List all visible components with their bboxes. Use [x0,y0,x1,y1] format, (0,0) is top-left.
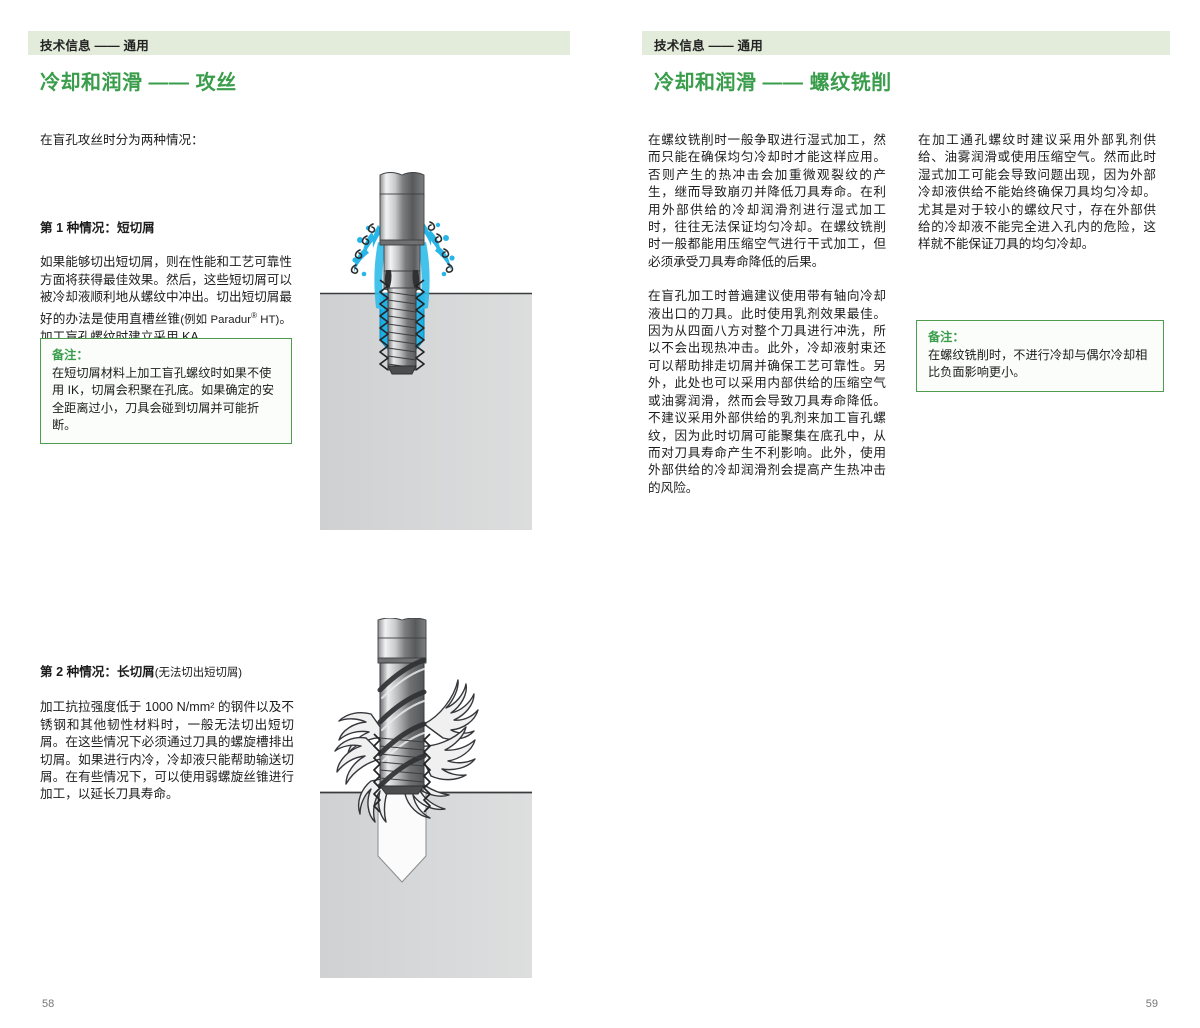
case-2-block: 第 2 种情况：长切屑(无法切出短切屑) 加工抗拉强度低于 1000 N/mm²… [40,664,294,804]
note-title-right: 备注： [928,330,965,344]
intro-text: 在盲孔攻丝时分为两种情况： [40,133,204,147]
case-1-body-a: 如果能够切出短切屑，则在性能和工艺可靠性方面将获得最佳效果。然后，这些短切屑可以… [40,255,292,326]
note-body-right: 在螺纹铣削时，不进行冷却与偶尔冷却相比负面影响更小。 [928,348,1148,380]
case-2-heading-note: (无法切出短切屑) [154,667,243,679]
note-box-left: 备注： 在短切屑材料上加工盲孔螺纹时如果不使用 IK，切屑会积聚在孔底。如果确定… [40,338,292,445]
right-col1-paragraph-1: 在螺纹铣削时一般争取进行湿式加工，然而只能在确保均匀冷却时才能这样应用。否则产生… [648,133,886,269]
figure-tapping-with-coolant [320,170,532,530]
note-title-left: 备注： [52,348,89,362]
running-header-band-left: 技术信息 —— 通用 [28,31,570,55]
page-number-left: 58 [42,998,55,1010]
right-text-column-1: 在螺纹铣削时一般争取进行湿式加工，然而只能在确保均匀冷却时才能这样应用。否则产生… [648,132,886,497]
right-text-column-2: 在加工通孔螺纹时建议采用外部乳剂供给、油雾润滑或使用压缩空气。然而此时湿式加工可… [918,132,1156,254]
case-1-brand-suffix: HT) [256,313,280,326]
registered-mark-icon: ® [251,310,257,320]
right-col2-paragraph-1: 在加工通孔螺纹时建议采用外部乳剂供给、油雾润滑或使用压缩空气。然而此时湿式加工可… [918,133,1156,252]
running-header-right: 技术信息 —— 通用 [654,39,763,53]
case-1-heading: 第 1 种情况：短切屑 [40,221,155,235]
running-header-band-right: 技术信息 —— 通用 [642,31,1170,55]
right-col1-paragraph-2: 在盲孔加工时普遍建议使用带有轴向冷却液出口的刀具。此时使用乳剂效果最佳。因为从四… [648,289,886,495]
case-2-body: 加工抗拉强度低于 1000 N/mm² 的钢件以及不锈钢和其他韧性材料时，一般无… [40,700,294,802]
note-box-right: 备注： 在螺纹铣削时，不进行冷却与偶尔冷却相比负面影响更小。 [916,320,1164,392]
note-body-left: 在短切屑材料上加工盲孔螺纹时如果不使用 IK，切屑会积聚在孔底。如果确定的安全距… [52,366,275,432]
left-page: 技术信息 —— 通用 冷却和润滑 —— 攻丝 在盲孔攻丝时分为两种情况： 第 1… [28,31,570,1010]
intro-paragraph-left: 在盲孔攻丝时分为两种情况： [40,132,292,149]
page-title-left: 冷却和润滑 —— 攻丝 [40,72,237,94]
case-1-brand-prefix: (例如 Paradur [180,313,252,326]
running-header-left: 技术信息 —— 通用 [40,39,149,53]
right-page: 技术信息 —— 通用 冷却和润滑 —— 螺纹铣削 [600,0,1200,1028]
case-1-body: 如果能够切出短切屑，则在性能和工艺可靠性方面将获得最佳效果。然后，这些短切屑可以… [40,254,292,346]
case-1-block: 第 1 种情况：短切屑 如果能够切出短切屑，则在性能和工艺可靠性方面将获得最佳效… [40,220,292,347]
page-title-right: 冷却和润滑 —— 螺纹铣削 [654,72,892,94]
case-2-heading-main: 第 2 种情况：长切屑 [40,665,155,679]
figure-tapping-long-chips [320,618,532,978]
page-number-right: 59 [1145,998,1158,1010]
case-2-heading: 第 2 种情况：长切屑(无法切出短切屑) [40,664,294,682]
